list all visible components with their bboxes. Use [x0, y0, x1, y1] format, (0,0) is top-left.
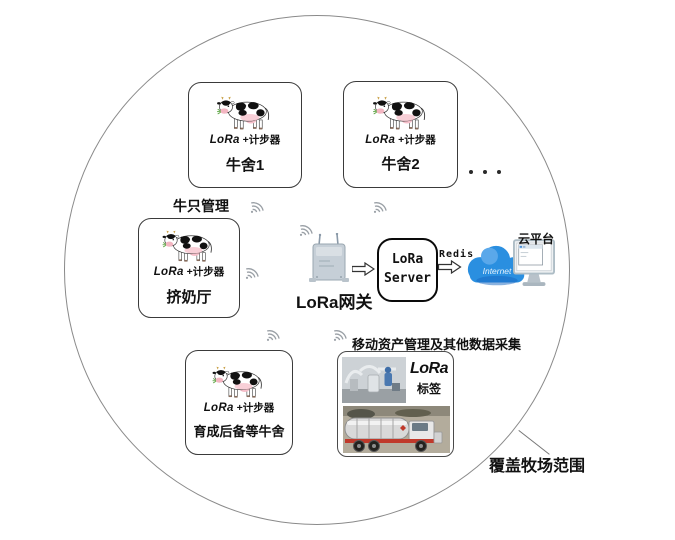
mobile-assets-title: 移动资产管理及其他数据采集	[352, 337, 522, 352]
shed-name: 挤奶厅	[166, 288, 212, 306]
shed-name: 牛舍1	[225, 156, 265, 174]
server-label-line2: Server	[384, 271, 431, 286]
milking-equipment-photo	[342, 357, 406, 403]
shed-name: 牛舍2	[381, 156, 420, 174]
milk-truck-photo	[343, 406, 450, 453]
cloud-platform-label: 云平台	[518, 232, 555, 246]
device-label: LoRa +计步器	[365, 133, 436, 146]
internet-label: Internet	[483, 266, 512, 276]
cow-icon	[217, 96, 270, 130]
farm-coverage-circle	[64, 15, 570, 525]
wireless-signal-icon	[373, 202, 387, 213]
device-label: LoRa +计步器	[209, 134, 281, 147]
wireless-signal-icon	[250, 202, 264, 213]
cow-icon	[162, 230, 212, 262]
device-label: LoRa +计步器	[153, 266, 225, 279]
arrow-right-icon	[438, 260, 462, 274]
internet-cloud-icon: Internet	[467, 245, 526, 286]
cloud-platform-monitor-icon	[513, 239, 555, 286]
cow-icon	[372, 96, 425, 130]
gateway-label: LoRa网关	[296, 293, 373, 312]
cow-icon	[212, 366, 262, 398]
wireless-signal-icon	[333, 330, 347, 341]
shed-box-cowshed-1: LoRa +计步器 牛舍1	[188, 82, 302, 188]
shed-box-milking-parlor: LoRa +计步器 挤奶厅	[138, 218, 240, 318]
mobile-assets-media-box: LoRa 标签	[337, 351, 454, 457]
arrow-right-icon	[352, 262, 375, 276]
wireless-signal-icon	[299, 225, 313, 236]
shed-box-cowshed-2: LoRa +计步器 牛舍2	[343, 81, 458, 188]
redis-label: Redis	[439, 249, 475, 260]
lora-brand-text: LoRa	[410, 360, 449, 377]
device-label: LoRa +计步器	[203, 401, 275, 414]
ellipsis-icon	[469, 170, 501, 174]
wireless-signal-icon	[266, 330, 280, 341]
coverage-range-label: 覆盖牧场范围	[489, 458, 586, 475]
tag-label-text: 标签	[416, 382, 441, 396]
shed-box-rearing: LoRa +计步器 育成后备等牛舍	[185, 350, 293, 455]
server-label-line1: LoRa	[391, 252, 424, 268]
cattle-management-label: 牛只管理	[173, 198, 229, 214]
wireless-signal-icon	[245, 268, 259, 279]
lora-gateway-device-icon	[309, 233, 349, 282]
lora-tag-caption: LoRa 标签	[406, 361, 452, 397]
shed-name: 育成后备等牛舍	[193, 424, 285, 440]
lora-server-box: LoRa Server	[377, 238, 438, 302]
